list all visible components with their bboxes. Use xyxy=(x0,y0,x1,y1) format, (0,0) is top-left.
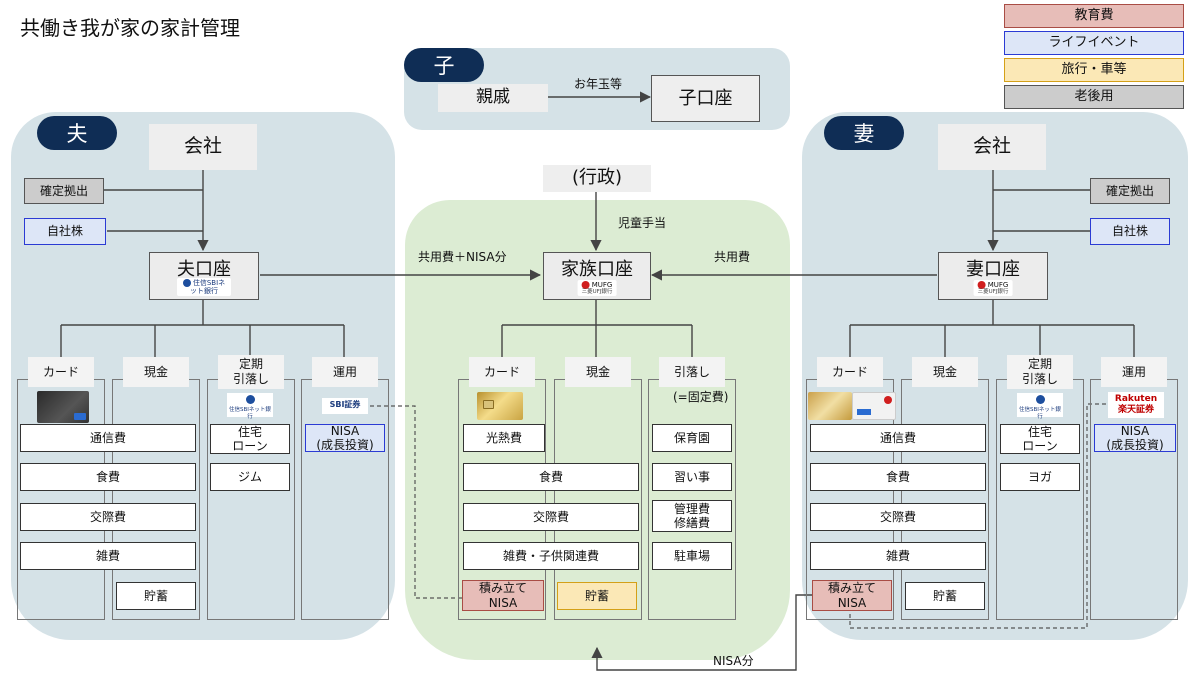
wife-debit-mortgage: 住宅 ローン xyxy=(1000,424,1080,454)
husband-bank-logo: 住信SBIネット銀行 xyxy=(177,278,231,296)
legend-travel: 旅行・車等 xyxy=(1004,58,1184,82)
family-account-label: 家族口座 xyxy=(561,259,633,280)
wife-tab-card: カード xyxy=(817,357,883,387)
husband-cash-savings: 貯蓄 xyxy=(116,582,196,610)
sbi-bank-icon xyxy=(182,279,191,287)
wife-company: 会社 xyxy=(938,124,1046,170)
wife-account-label: 妻口座 xyxy=(966,259,1020,280)
husband-col-invest xyxy=(301,379,389,620)
husband-esop: 自社株 xyxy=(24,218,106,245)
husband-account: 夫口座 住信SBIネット銀行 xyxy=(149,252,259,300)
relatives-box: 親戚 xyxy=(438,84,548,112)
wife-invest-nisa: NISA (成長投資) xyxy=(1094,424,1176,452)
flow-label-from-wife: 共用費 xyxy=(714,250,751,264)
legend-education: 教育費 xyxy=(1004,4,1184,28)
wife-tab-cash: 現金 xyxy=(912,357,978,387)
family-debit-note: (=固定費) xyxy=(673,390,729,404)
wife-debit-bank-logo: 住信SBIネット銀行 xyxy=(1017,393,1063,420)
husband-tab-card: カード xyxy=(28,357,94,387)
child-account: 子口座 xyxy=(651,75,760,122)
legend-retirement: 老後用 xyxy=(1004,85,1184,109)
wife-rakuten-securities-logo: Rakuten 楽天証券 xyxy=(1108,392,1164,418)
husband-credit-card-icon xyxy=(37,391,89,423)
wife-tab-invest: 運用 xyxy=(1101,357,1167,387)
husband-account-label: 夫口座 xyxy=(177,259,231,280)
wife-esop: 自社株 xyxy=(1090,218,1170,245)
flow-label-child-allowance: 児童手当 xyxy=(618,216,667,230)
family-debit-lessons: 習い事 xyxy=(652,463,732,491)
flow-label-otoshidama: お年玉等 xyxy=(574,77,623,91)
wife-badge: 妻 xyxy=(824,116,904,150)
wife-card-item-1: 通信費 xyxy=(810,424,986,452)
wife-dc: 確定拠出 xyxy=(1090,178,1170,204)
legend-life-event: ライフイベント xyxy=(1004,31,1184,55)
family-tab-debit: 引落し xyxy=(659,357,725,387)
mufg-icon xyxy=(977,281,986,289)
dashed-wife-nisa-link xyxy=(849,403,1106,629)
child-badge: 子 xyxy=(404,48,484,82)
family-card-nisa: 積み立て NISA xyxy=(462,580,544,611)
wife-credit-card-1-icon xyxy=(808,392,852,420)
wife-tab-debit: 定期 引落し xyxy=(1007,355,1073,389)
family-shared-social: 交際費 xyxy=(463,503,639,531)
family-debit-parking: 駐車場 xyxy=(652,542,732,570)
husband-debit-bank-logo: 住信SBIネット銀行 xyxy=(227,393,273,420)
family-gold-card-icon xyxy=(477,392,523,420)
husband-tab-cash: 現金 xyxy=(123,357,189,387)
child-account-label: 子口座 xyxy=(678,87,733,109)
husband-debit-gym: ジム xyxy=(210,463,290,491)
government-box: (行政) xyxy=(543,165,651,192)
wife-credit-card-2-icon xyxy=(852,392,896,420)
dashed-husband-nisa-link xyxy=(370,405,462,599)
family-cash-savings: 貯蓄 xyxy=(557,582,637,610)
husband-dc: 確定拠出 xyxy=(24,178,104,204)
husband-debit-mortgage: 住宅 ローン xyxy=(210,424,290,454)
page-title: 共働き我が家の家計管理 xyxy=(20,16,240,40)
husband-card-item-1: 通信費 xyxy=(20,424,196,452)
family-tab-cash: 現金 xyxy=(565,357,631,387)
wife-card-item-4: 雑費 xyxy=(810,542,986,570)
husband-company: 会社 xyxy=(149,124,257,170)
husband-card-item-2: 食費 xyxy=(20,463,196,491)
husband-invest-nisa: NISA (成長投資) xyxy=(305,424,385,452)
family-shared-misc: 雑費・子供関連費 xyxy=(463,542,639,570)
husband-card-item-4: 雑費 xyxy=(20,542,196,570)
wife-debit-yoga: ヨガ xyxy=(1000,463,1080,491)
husband-card-item-3: 交際費 xyxy=(20,503,196,531)
wife-card-nisa: 積み立て NISA xyxy=(812,580,892,611)
family-tab-card: カード xyxy=(469,357,535,387)
husband-badge: 夫 xyxy=(37,116,117,150)
family-card-utilities: 光熱費 xyxy=(463,424,545,452)
husband-tab-debit: 定期 引落し xyxy=(218,355,284,389)
wife-cash-savings: 貯蓄 xyxy=(905,582,985,610)
husband-sbi-securities-logo: SBI証券 xyxy=(322,398,368,414)
family-debit-management: 管理費 修繕費 xyxy=(652,500,732,532)
wife-card-item-2: 食費 xyxy=(810,463,986,491)
flow-label-from-husband: 共用費＋NISA分 xyxy=(418,250,507,264)
mufg-icon xyxy=(581,281,590,289)
family-debit-nursery: 保育園 xyxy=(652,424,732,452)
wife-card-item-3: 交際費 xyxy=(810,503,986,531)
flow-label-nisa: NISA分 xyxy=(713,654,754,668)
husband-tab-invest: 運用 xyxy=(312,357,378,387)
arrow-nisa-flow xyxy=(591,594,812,671)
family-shared-food: 食費 xyxy=(463,463,639,491)
